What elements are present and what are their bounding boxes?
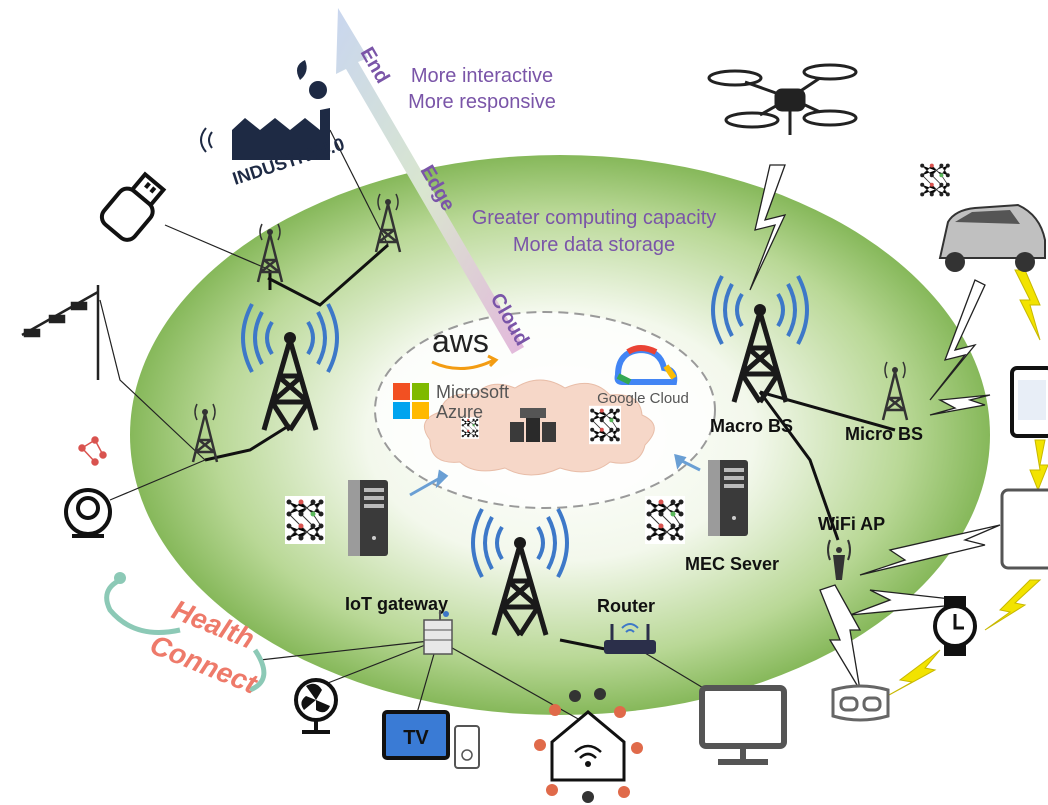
edge-server-left <box>348 480 388 556</box>
mec-server-icon <box>708 460 748 536</box>
device-wireless-links <box>879 269 1048 701</box>
label-mec-server: MEC Sever <box>685 554 779 574</box>
wifi-ap-icon <box>827 539 851 580</box>
cloud-nn-icon <box>588 405 622 445</box>
drone-icon <box>707 63 858 135</box>
edge-nn-left <box>284 495 326 545</box>
smart-home-icon <box>534 688 643 803</box>
datacenter-icon <box>510 408 556 442</box>
fan-icon <box>294 678 338 734</box>
benefit-end-1: More interactive <box>411 65 553 87</box>
tv-icon <box>382 710 480 769</box>
aws-smile-icon <box>431 354 499 371</box>
tv-label: TV <box>403 727 429 749</box>
label-iot-gateway: IoT gateway <box>345 594 448 614</box>
vehicle-nn-icon <box>918 160 952 200</box>
microsoft-logo-icon <box>393 383 429 419</box>
google-cloud-label: Google Cloud <box>597 390 689 407</box>
street-light-icon <box>21 285 100 380</box>
cloud-edge-arrows <box>409 453 701 497</box>
google-cloud-logo-icon <box>614 345 678 385</box>
aws-logo: aws <box>432 323 489 359</box>
car-icon <box>938 203 1046 272</box>
device-links <box>99 129 741 721</box>
industry40-icon <box>200 60 330 160</box>
iot-gateway-icon <box>423 610 453 655</box>
label-wifi-ap: WiFi AP <box>818 514 885 534</box>
vr-headset-icon <box>831 684 890 722</box>
health-connect-logo <box>104 572 267 693</box>
router-icon <box>604 623 656 654</box>
usb-dongle-icon <box>99 171 167 242</box>
webcam-icon <box>64 488 112 538</box>
network-node-icon <box>78 436 107 466</box>
end-edge-cloud-arrow <box>336 8 524 354</box>
smartwatch-icon <box>933 596 977 656</box>
label-router: Router <box>597 596 655 616</box>
desktop-monitor-icon <box>699 685 787 765</box>
phone-icon <box>1010 366 1048 438</box>
benefit-cloud-1: Greater computing capacity <box>472 207 717 229</box>
benefit-end-2: More responsive <box>408 91 556 113</box>
label-micro-bs: Micro BS <box>845 424 923 444</box>
azure-label-1: Microsoft <box>436 382 509 402</box>
azure-label-2: Azure <box>436 402 483 422</box>
label-macro-bs: Macro BS <box>710 416 793 436</box>
edge-nn-right <box>644 495 686 545</box>
tablet-icon <box>1000 488 1048 570</box>
benefit-cloud-2: More data storage <box>513 234 675 256</box>
wireless-links <box>749 164 1001 691</box>
